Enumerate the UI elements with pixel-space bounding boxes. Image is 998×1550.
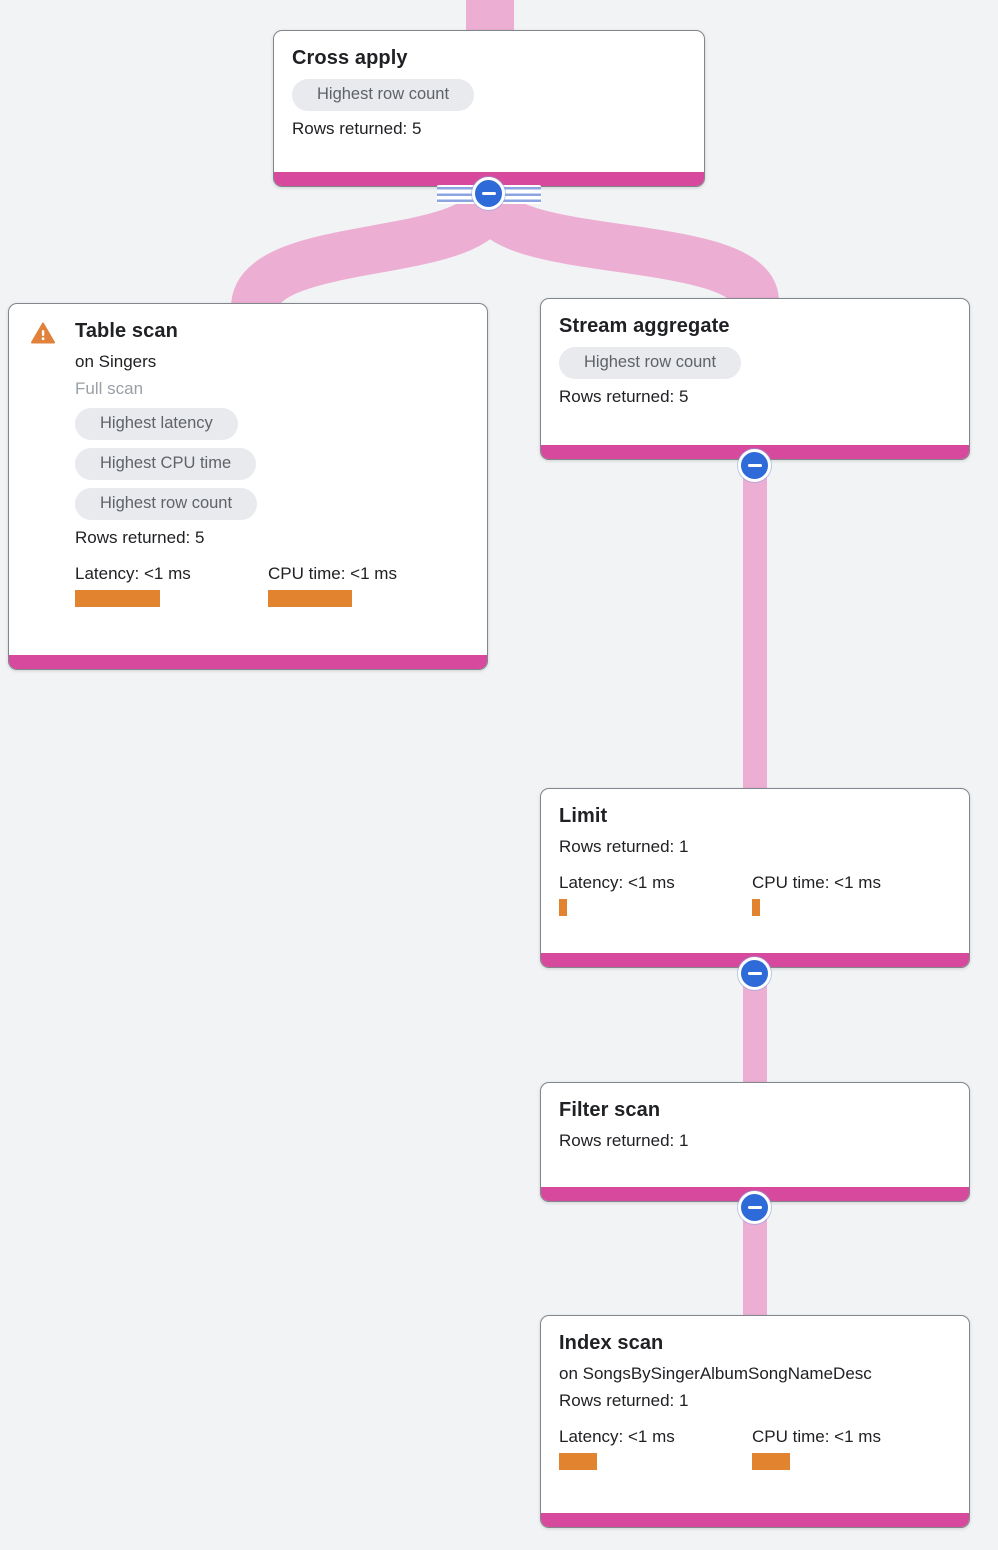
node-card-stream-aggregate[interactable]: Stream aggregate Highest row count Rows …: [540, 298, 970, 460]
cpu-label: CPU time: <1 ms: [752, 873, 881, 892]
node-card-cross-apply[interactable]: Cross apply Highest row count Rows retur…: [273, 30, 705, 187]
cpu-metric: CPU time: <1 ms: [752, 873, 945, 916]
node-note: Full scan: [75, 379, 144, 398]
cpu-label: CPU time: <1 ms: [752, 1427, 881, 1446]
cpu-metric: CPU time: <1 ms: [268, 564, 461, 607]
badge-highest-row-count: Highest row count: [559, 347, 742, 379]
rows-returned: Rows returned: 5: [75, 528, 205, 547]
latency-label: Latency: <1 ms: [559, 1427, 675, 1446]
cpu-label: CPU time: <1 ms: [268, 564, 397, 583]
node-card-filter-scan[interactable]: Filter scan Rows returned: 1: [540, 1082, 970, 1202]
rows-returned: Rows returned: 1: [559, 1391, 689, 1410]
minus-icon: [747, 1205, 762, 1210]
rows-returned: Rows returned: 1: [559, 837, 689, 856]
latency-metric: Latency: <1 ms: [559, 873, 752, 916]
latency-bar: [559, 1453, 597, 1470]
latency-bar: [559, 899, 567, 916]
node-title: Limit: [559, 805, 608, 827]
collapse-button-stream-aggregate[interactable]: [738, 449, 771, 482]
rows-returned: Rows returned: 1: [559, 1131, 689, 1150]
node-accent-bar: [541, 1513, 969, 1527]
collapse-button-limit[interactable]: [738, 957, 771, 990]
cpu-bar: [752, 1453, 790, 1470]
node-card-table-scan[interactable]: Table scan on Singers Full scan Highest …: [8, 303, 488, 670]
node-title: Table scan: [75, 320, 178, 342]
metrics-row: Latency: <1 ms CPU time: <1 ms: [559, 873, 951, 916]
node-accent-bar: [9, 655, 487, 669]
node-body: on Singers Full scan Highest latency Hig…: [29, 352, 469, 607]
node-title: Filter scan: [559, 1099, 661, 1121]
node-card-index-scan[interactable]: Index scan on SongsBySingerAlbumSongName…: [540, 1315, 970, 1528]
node-subtitle: on SongsBySingerAlbumSongNameDesc: [559, 1364, 872, 1383]
badge-highest-row-count: Highest row count: [292, 79, 475, 111]
rows-returned: Rows returned: 5: [292, 119, 422, 138]
latency-metric: Latency: <1 ms: [75, 564, 268, 607]
metrics-row: Latency: <1 ms CPU time: <1 ms: [75, 564, 469, 607]
collapse-button-filter-scan[interactable]: [738, 1191, 771, 1224]
cpu-bar: [752, 899, 760, 916]
badge-highest-cpu-time: Highest CPU time: [75, 448, 257, 480]
node-title: Stream aggregate: [559, 315, 730, 337]
minus-icon: [747, 463, 762, 468]
latency-metric: Latency: <1 ms: [559, 1427, 752, 1470]
badge-highest-latency: Highest latency: [75, 408, 238, 440]
cpu-bar: [268, 590, 352, 607]
latency-label: Latency: <1 ms: [75, 564, 191, 583]
minus-icon: [747, 971, 762, 976]
badge-highest-row-count: Highest row count: [75, 488, 258, 520]
latency-bar: [75, 590, 160, 607]
edge-cross-apply-to-table-scan: [231, 192, 513, 312]
collapse-button-cross-apply[interactable]: [472, 177, 505, 210]
metrics-row: Latency: <1 ms CPU time: <1 ms: [559, 1427, 951, 1470]
node-subtitle: on Singers: [75, 352, 157, 371]
node-header: Table scan: [29, 320, 469, 352]
edge-cross-apply-to-stream-aggregate: [465, 192, 779, 307]
node-card-limit[interactable]: Limit Rows returned: 1 Latency: <1 ms CP…: [540, 788, 970, 968]
minus-icon: [481, 191, 496, 196]
node-title: Cross apply: [292, 47, 408, 69]
warning-icon: [31, 322, 55, 349]
latency-label: Latency: <1 ms: [559, 873, 675, 892]
cpu-metric: CPU time: <1 ms: [752, 1427, 945, 1470]
rows-returned: Rows returned: 5: [559, 387, 689, 406]
node-title: Index scan: [559, 1332, 664, 1354]
